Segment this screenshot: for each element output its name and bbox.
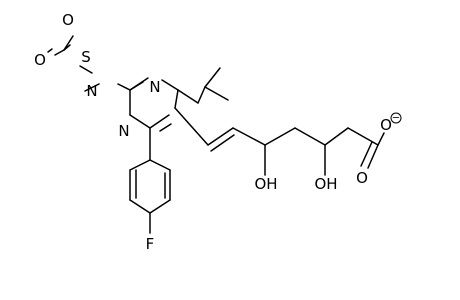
bond: [360, 141, 373, 167]
bond: [174, 89, 179, 109]
bond: [204, 86, 229, 101]
bond: [149, 199, 171, 214]
atom-o-carbonyl: O: [356, 169, 368, 187]
atom-labels: O S O N N N OH OH O O F: [34, 11, 392, 253]
atom-o-sulfonyl-1: O: [62, 11, 74, 29]
bond: [149, 114, 170, 129]
charges: −: [390, 112, 402, 124]
bond: [54, 49, 65, 56]
atom-n-ring-3: N: [149, 78, 160, 96]
bond: [210, 134, 235, 152]
atom-oh-3: OH: [314, 175, 337, 193]
bonds: [47, 35, 385, 234]
bond: [232, 127, 266, 146]
bond: [204, 67, 221, 88]
bond: [174, 107, 209, 146]
bond: [129, 159, 151, 171]
atom-s: S: [81, 48, 91, 66]
atom-o-sulfonyl-2: O: [34, 51, 46, 69]
bond: [367, 144, 379, 169]
anion-charge-ring: [390, 112, 402, 124]
bond: [149, 159, 171, 171]
bond: [129, 81, 144, 91]
bond: [177, 89, 199, 104]
atom-o-anion: O: [380, 116, 392, 134]
bond: [377, 132, 385, 146]
bond: [47, 48, 53, 53]
bond: [324, 127, 349, 146]
atom-n-sulfonamide: N: [86, 82, 97, 100]
atom-n-ring-1: N: [118, 122, 129, 140]
bond: [347, 127, 379, 146]
atom-f: F: [146, 235, 155, 253]
bond: [161, 79, 179, 91]
bond: [197, 86, 206, 104]
bond: [84, 83, 100, 92]
bond: [294, 127, 326, 146]
bond: [129, 199, 151, 214]
bond: [159, 123, 172, 132]
bond: [63, 44, 71, 51]
bond: [207, 127, 234, 146]
bond: [117, 83, 131, 91]
bond: [79, 65, 93, 74]
anion-charge-sign: −: [392, 113, 400, 124]
bond: [63, 35, 74, 51]
bond: [264, 127, 296, 146]
atom-oh-5: OH: [254, 175, 277, 193]
bond: [129, 114, 151, 129]
